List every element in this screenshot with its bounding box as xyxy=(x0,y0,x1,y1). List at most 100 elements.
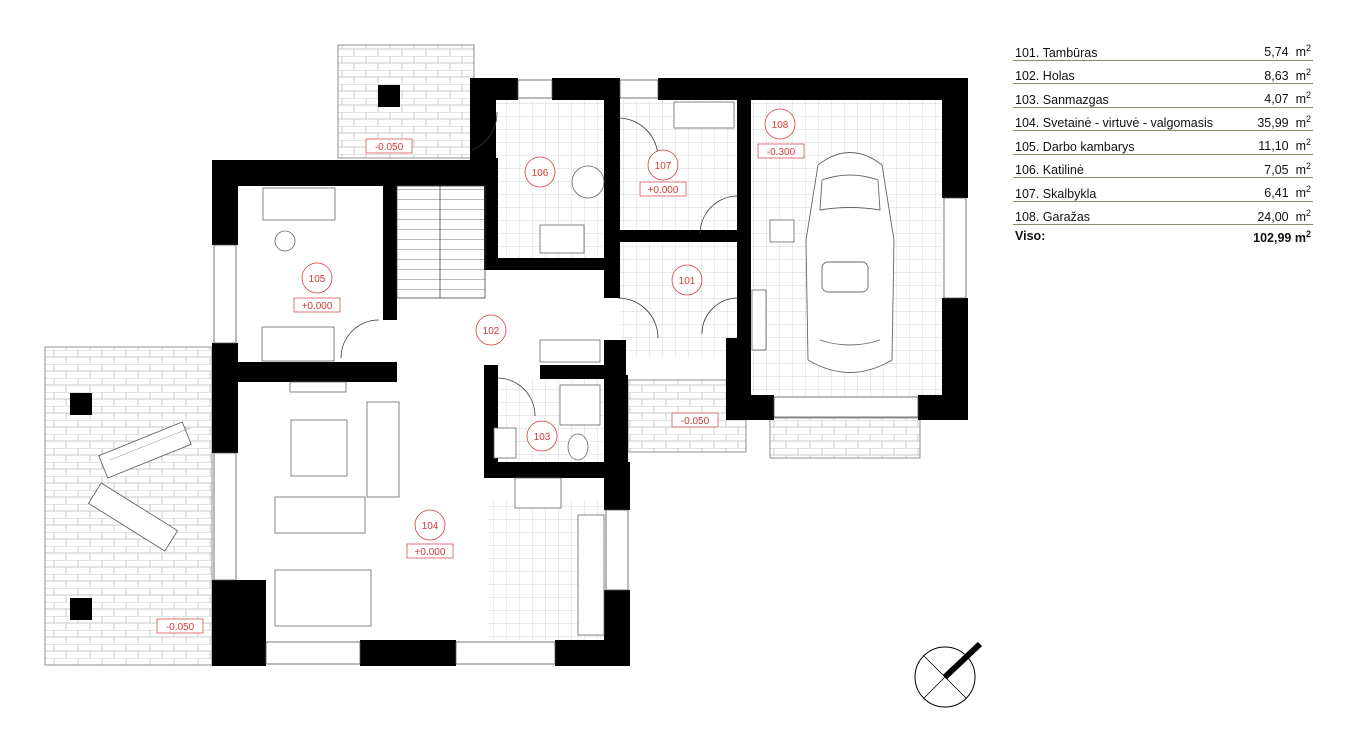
area-unit: m xyxy=(1295,210,1306,224)
office-chair xyxy=(274,230,296,252)
room-area-table: 101. Tambūras 5,74 m2 102. Holas 8,63 m2… xyxy=(1013,37,1313,249)
north-arrow xyxy=(914,641,983,708)
windows xyxy=(213,79,967,665)
table-row: 102. Holas 8,63 m2 xyxy=(1013,61,1313,84)
area-value: 24,00 xyxy=(1257,210,1289,224)
wc-sink xyxy=(493,427,517,459)
level-living: +0.000 xyxy=(406,543,454,559)
table-row: 105. Darbo kambarys 11,10 m2 xyxy=(1013,131,1313,155)
room-area: 6,41 m2 xyxy=(1264,184,1311,200)
label-107: 107 xyxy=(647,149,679,181)
area-value: 8,63 xyxy=(1264,69,1289,83)
table-row: 106. Katilinė 7,05 m2 xyxy=(1013,155,1313,178)
coffee-table xyxy=(290,419,348,477)
room-area: 35,99 m2 xyxy=(1257,114,1311,130)
area-value: 7,05 xyxy=(1264,163,1289,177)
total-label: Viso: xyxy=(1015,229,1046,243)
level-text: -0.050 xyxy=(375,142,404,153)
label-108: 108 xyxy=(764,108,796,140)
room-number-105: 105 xyxy=(309,274,326,285)
table-row: 103. Sanmazgas 4,07 m2 xyxy=(1013,84,1313,108)
level-markers: -0.050 -0.300 +0.000 +0.000 -0.050 +0.00… xyxy=(156,138,805,634)
room-number-107: 107 xyxy=(655,161,672,172)
staircase xyxy=(396,185,486,299)
area-exponent: 2 xyxy=(1305,43,1311,54)
area-unit: m xyxy=(1295,139,1306,154)
sun-lounger xyxy=(98,421,192,479)
area-exponent: 2 xyxy=(1305,207,1311,218)
office-desk xyxy=(262,187,336,221)
garage-bin xyxy=(769,219,795,243)
room-name: 104. Svetainė - virtuvė - valgomasis xyxy=(1015,116,1214,130)
room-name: 101. Tambūras xyxy=(1015,45,1098,60)
level-office: +0.000 xyxy=(293,297,341,313)
hall-cabinet xyxy=(539,339,601,363)
sun-lounger xyxy=(87,482,179,552)
furniture xyxy=(261,101,795,636)
label-104: 104 xyxy=(414,509,446,541)
washing-unit xyxy=(539,224,585,254)
area-unit: m xyxy=(1295,163,1306,177)
laundry-counter xyxy=(673,101,735,129)
boiler xyxy=(571,165,605,199)
level-terrace-top: -0.050 xyxy=(365,138,413,154)
walls xyxy=(212,78,968,666)
room-number-108: 108 xyxy=(772,120,789,131)
area-unit: m xyxy=(1295,92,1306,107)
floor-plan: 101 102 103 104 105 106 107 108 -0.050 -… xyxy=(44,44,983,708)
area-exponent: 2 xyxy=(1305,113,1311,124)
area-value: 35,99 xyxy=(1257,116,1289,130)
car xyxy=(805,152,895,373)
area-exponent: 2 xyxy=(1305,90,1311,101)
terrace-garage xyxy=(769,417,921,459)
table-row: 108. Garažas 24,00 m2 xyxy=(1013,202,1313,225)
table-row: 107. Skalbykla 6,41 m2 xyxy=(1013,178,1313,202)
table-row: 104. Svetainė - virtuvė - valgomasis 35,… xyxy=(1013,108,1313,131)
label-102: 102 xyxy=(475,314,507,346)
area-exponent: 2 xyxy=(1305,184,1311,195)
garage-shelf xyxy=(751,289,767,351)
level-text: +0.000 xyxy=(415,547,446,558)
area-value: 6,41 xyxy=(1264,186,1289,201)
room-area: 8,63 m2 xyxy=(1264,67,1311,83)
level-garage: -0.300 xyxy=(757,143,805,159)
table-row: 101. Tambūras 5,74 m2 xyxy=(1013,37,1313,61)
room-name: 105. Darbo kambarys xyxy=(1015,139,1135,154)
level-text: -0.050 xyxy=(166,622,195,633)
room-name: 107. Skalbykla xyxy=(1015,186,1097,201)
area-unit: m xyxy=(1295,45,1306,60)
area-value: 5,74 xyxy=(1264,45,1289,60)
room-number-101: 101 xyxy=(679,276,696,287)
room-name: 106. Katilinė xyxy=(1015,163,1084,177)
label-106: 106 xyxy=(524,156,556,188)
area-unit: m xyxy=(1295,186,1306,201)
sofa xyxy=(274,496,366,534)
level-laundry: +0.000 xyxy=(639,181,687,197)
room-area: 11,10 m2 xyxy=(1258,137,1311,153)
area-value: 11,10 xyxy=(1258,139,1289,154)
room-labels: 101 102 103 104 105 106 107 108 xyxy=(301,108,796,541)
office-sofa xyxy=(261,326,335,362)
total-unit: m xyxy=(1294,231,1306,246)
label-101: 101 xyxy=(671,264,703,296)
toilet xyxy=(567,433,589,461)
area-exponent: 2 xyxy=(1305,160,1311,171)
room-area: 5,74 m2 xyxy=(1264,43,1311,59)
room-name: 108. Garažas xyxy=(1015,210,1091,224)
room-number-103: 103 xyxy=(534,432,551,443)
level-terrace-left: -0.050 xyxy=(156,618,204,634)
room-number-106: 106 xyxy=(532,168,549,179)
room-number-102: 102 xyxy=(483,326,500,337)
area-value: 4,07 xyxy=(1264,92,1289,107)
room-name: 102. Holas xyxy=(1015,69,1075,83)
level-text: +0.000 xyxy=(648,185,679,196)
shower xyxy=(559,384,601,426)
total-value: 102,99 xyxy=(1253,231,1292,246)
area-exponent: 2 xyxy=(1305,137,1311,148)
room-number-104: 104 xyxy=(422,521,439,532)
level-text: -0.050 xyxy=(681,416,710,427)
dining-table xyxy=(274,569,372,627)
total-area: 102,99 m2 xyxy=(1253,229,1311,249)
room-area: 24,00 m2 xyxy=(1257,208,1311,224)
room-area: 4,07 m2 xyxy=(1264,90,1311,106)
